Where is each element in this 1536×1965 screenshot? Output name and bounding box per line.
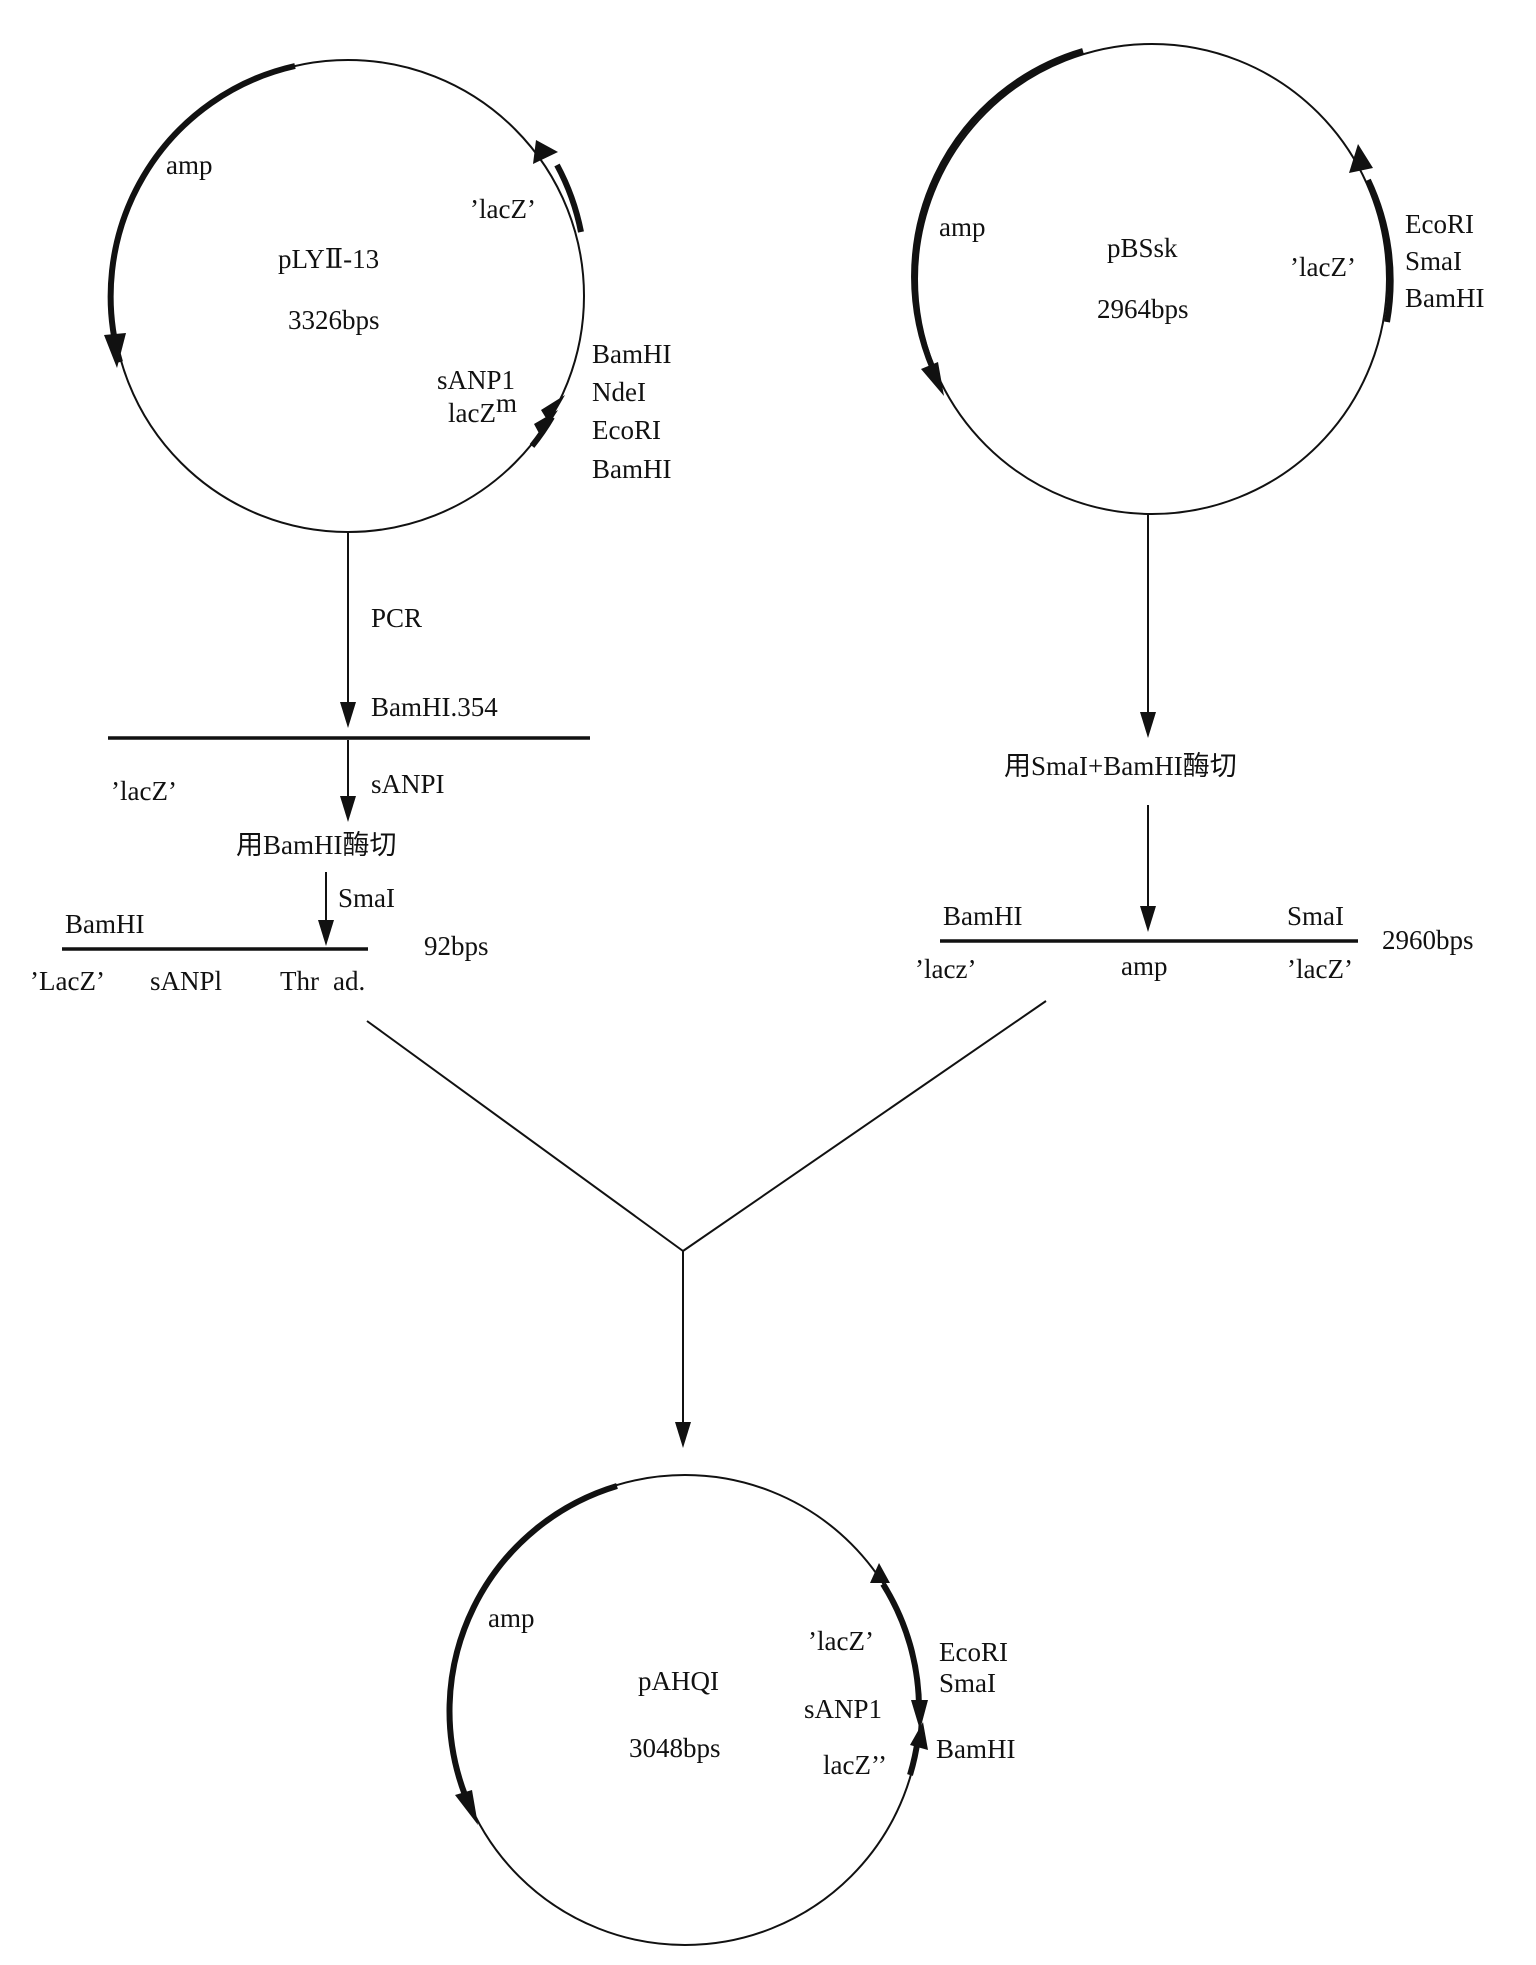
amp-arrowhead (455, 1790, 478, 1825)
site-left-label: BamHI (943, 901, 1022, 931)
lacz-arrowhead (533, 140, 558, 164)
lacz-arrowhead (870, 1563, 890, 1583)
sanp1-arrowhead-2 (534, 410, 558, 437)
fragment-label: ad. (333, 966, 365, 996)
lacz-label: ’lacZ’ (1290, 252, 1356, 282)
amp-gene-arc (911, 48, 1084, 371)
site-label: SmaI (1405, 246, 1462, 276)
lacz-arrowhead (1349, 144, 1373, 173)
site-label: BamHI (1405, 283, 1484, 313)
fragment-label: sANPl (150, 966, 222, 996)
plasmid-circle (111, 59, 585, 533)
site-label: NdeI (592, 377, 646, 407)
plasmid-size: 3048bps (629, 1733, 721, 1763)
fragment-label: ’LacZ’ (30, 966, 105, 996)
plasmid-name: pAHQI (638, 1666, 719, 1696)
amp-arrowhead (921, 362, 944, 396)
site-label: BamHI (592, 339, 671, 369)
pcr-label: PCR (371, 603, 422, 633)
lacz2-arrowhead (910, 1722, 928, 1750)
smai-arrowhead (318, 920, 334, 946)
plasmid-pbssk: amp pBSsk 2964bps ’lacZ’ EcoRI SmaI BamH… (911, 43, 1484, 515)
digest-arrowhead-2 (1140, 906, 1156, 932)
fragment-label: amp (1121, 951, 1168, 981)
amp-gene-arc (446, 1483, 618, 1797)
amp-label: amp (166, 150, 213, 180)
site-label: EcoRI (939, 1637, 1008, 1667)
left-path: PCR BamHI.354 ’lacZ’ sANPI 用BamHI酶切 SmaI… (30, 532, 590, 996)
sanpi-arrowhead (340, 796, 356, 822)
ligation-connector (366, 1000, 1047, 1448)
plasmid-name: pBSsk (1107, 233, 1178, 263)
amp-arrowhead (104, 333, 126, 368)
site-label: EcoRI (1405, 209, 1474, 239)
site-label: EcoRI (592, 415, 661, 445)
sanp1-arrowhead-1 (541, 395, 565, 423)
lacz-label: ’lacZ’ (808, 1626, 874, 1656)
smai-label: SmaI (338, 883, 395, 913)
plasmid-pahqi: amp pAHQI 3048bps ’lacZ’ sANP1 lacZ’’ Ec… (446, 1474, 1015, 1946)
lacz2-label: lacZ’’ (823, 1750, 887, 1780)
digest-label: 用SmaI+BamHI酶切 (1004, 751, 1237, 781)
fragment-size-label: 92bps (424, 931, 489, 961)
fragment-label: Thr (280, 966, 319, 996)
amp-gene-arc (107, 63, 296, 363)
site-label: SmaI (939, 1668, 996, 1698)
right-path: 用SmaI+BamHI酶切 BamHI SmaI 2960bps ’lacz’ … (915, 514, 1474, 984)
sanp1-label: sANP1 (804, 1694, 882, 1724)
site-right-label: SmaI (1287, 901, 1344, 931)
plasmid-size: 2964bps (1097, 294, 1189, 324)
amp-label: amp (488, 1603, 535, 1633)
fragment-site-label: BamHI (65, 909, 144, 939)
sanp1-label: sANP1 (437, 365, 515, 395)
digest-arrowhead (1140, 712, 1156, 738)
plasmid-plyii13: amp ’lacZ’ pLYⅡ-13 3326bps sANP1 lacZm B… (104, 59, 671, 533)
laczm-label: lacZm (448, 388, 517, 428)
sanpi-label: sANPI (371, 769, 445, 799)
plasmid-size: 3326bps (288, 305, 380, 335)
lacz-label: ’lacZ’ (111, 776, 177, 806)
lacz-label: ’lacZ’ (470, 194, 536, 224)
lacz-gene-arc (1365, 178, 1394, 323)
amp-label: amp (939, 212, 986, 242)
lacz-gene-arc (554, 163, 584, 233)
fragment-size-label: 2960bps (1382, 925, 1474, 955)
ligation-line-right (682, 1000, 1047, 1252)
ligation-arrowhead (675, 1422, 691, 1448)
fragment-label: ’lacz’ (915, 954, 976, 984)
digest-label: 用BamHI酶切 (236, 830, 396, 860)
site-label: BamHI (936, 1734, 1015, 1764)
site-label: BamHI (592, 454, 671, 484)
plasmid-name: pLYⅡ-13 (278, 244, 379, 274)
fragment-label: ’lacZ’ (1287, 954, 1353, 984)
ligation-line-left (366, 1020, 684, 1252)
sanp1-arrowhead-down (911, 1700, 928, 1730)
pcr-arrowhead (340, 702, 356, 728)
pcr-site-label: BamHI.354 (371, 692, 498, 722)
lacz-gene-arc (880, 1582, 923, 1711)
